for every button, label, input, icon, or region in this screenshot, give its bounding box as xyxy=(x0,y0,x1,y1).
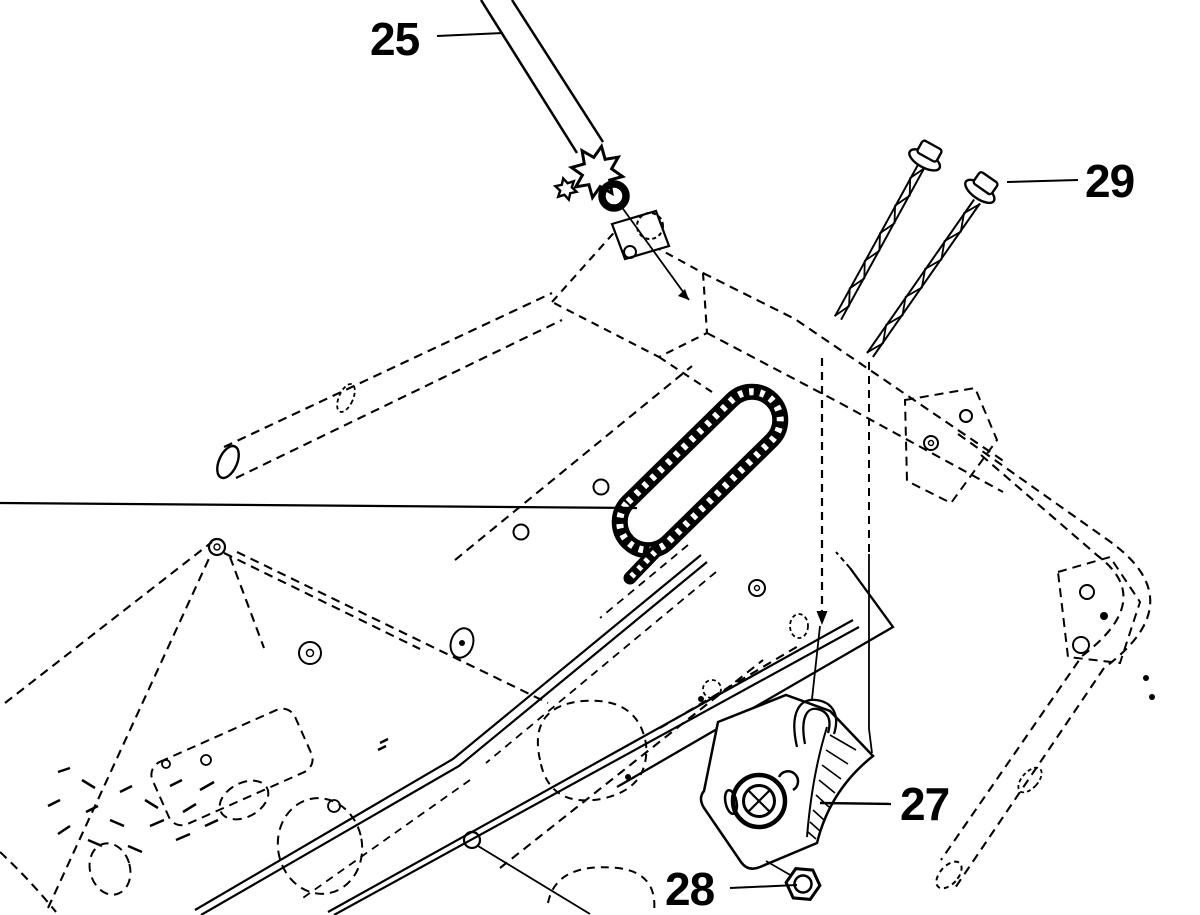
chute-panel xyxy=(616,551,895,788)
callout-25-label: 25 xyxy=(370,13,420,65)
callout-28-label: 28 xyxy=(665,863,715,915)
gearbox-housing xyxy=(0,707,364,913)
callout-29-label: 29 xyxy=(1085,155,1134,207)
rail-shadow-lines xyxy=(299,544,717,901)
bracket-plate xyxy=(699,693,875,870)
bolt-alignment-lines xyxy=(811,358,873,754)
leader-line-25 xyxy=(436,32,504,37)
bracket-flange-inner-edge xyxy=(806,726,828,838)
lock-tab xyxy=(552,175,580,203)
leader-line-chain xyxy=(0,501,638,510)
drive-chain xyxy=(611,383,789,585)
flange-bolt-1 xyxy=(834,139,943,321)
bracket-hook-tab xyxy=(793,698,838,748)
frame-assembly xyxy=(0,209,1155,913)
callout-27-label: 27 xyxy=(900,778,949,830)
leader-line-29 xyxy=(1006,179,1079,183)
callouts: 25 29 27 28 xyxy=(0,13,1135,915)
handle-tube-left xyxy=(216,292,563,480)
support-rails xyxy=(194,554,860,915)
nut-drop-line xyxy=(765,860,793,877)
leader-line-28 xyxy=(729,884,798,889)
mounting-bracket-27 xyxy=(699,693,875,877)
leader-line-27 xyxy=(819,801,892,806)
handle-tube-right xyxy=(935,433,1155,890)
frame-beams-right xyxy=(702,272,1006,505)
bracket-flange-hatching xyxy=(807,734,857,840)
sprocket-washer xyxy=(567,142,627,202)
axis-arrowhead xyxy=(678,289,689,300)
flange-bolt-2 xyxy=(866,171,999,358)
a-frame-mount xyxy=(550,209,713,393)
retaining-ring xyxy=(598,180,630,212)
assembly-axis-line xyxy=(620,205,690,301)
belt-guard-outline xyxy=(536,699,656,913)
bracket-grommet xyxy=(723,770,800,830)
deck-edges xyxy=(4,365,801,909)
housing-detail-texture xyxy=(47,737,389,854)
shaft-rod-25 xyxy=(479,0,690,301)
flange-nut-28 xyxy=(784,867,822,901)
